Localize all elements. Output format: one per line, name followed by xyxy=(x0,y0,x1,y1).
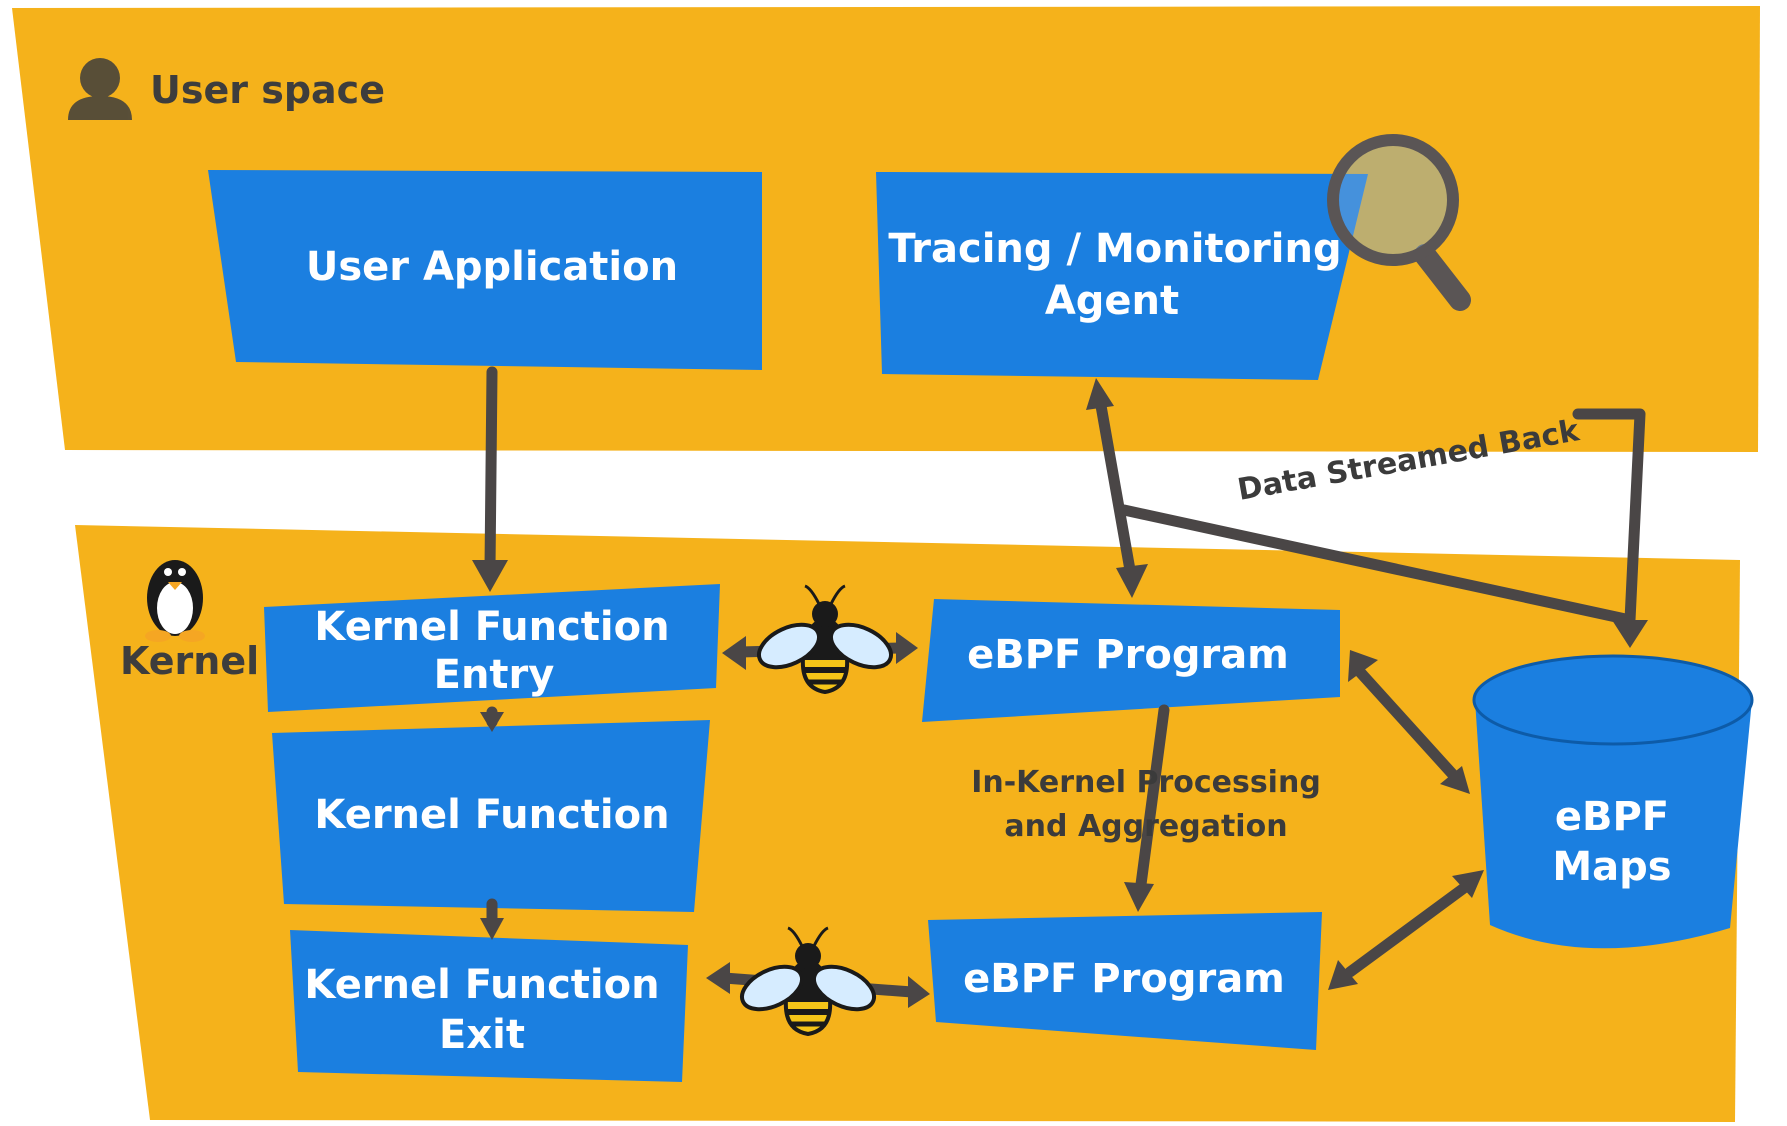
ebpf-maps-label-line1: eBPF xyxy=(1555,794,1669,840)
arrow-maps-to-agent xyxy=(1118,408,1648,648)
user-application-label: User Application xyxy=(306,244,678,290)
kernel-entry-label-line2: Entry xyxy=(434,652,555,698)
tracing-monitoring-agent-box: Tracing / Monitoring Agent xyxy=(876,172,1368,380)
agent-label-line1: Tracing / Monitoring xyxy=(888,226,1341,272)
arrow-processing xyxy=(1124,704,1170,912)
linux-penguin-icon xyxy=(145,560,205,642)
arrow-entry-to-function xyxy=(480,706,504,732)
kernel-entry-label-line1: Kernel Function xyxy=(314,604,669,650)
processing-label-line2: and Aggregation xyxy=(1004,809,1287,844)
agent-label-line2: Agent xyxy=(1045,278,1179,324)
kernel-label: Kernel xyxy=(120,639,259,683)
kernel-exit-label-line1: Kernel Function xyxy=(304,962,659,1008)
arrow-ebpf-bottom-maps xyxy=(1328,870,1484,990)
user-application-box: User Application xyxy=(208,170,762,370)
kernel-exit-label-line2: Exit xyxy=(439,1012,525,1058)
user-icon xyxy=(68,58,132,120)
kernel-function-box: Kernel Function xyxy=(272,720,710,912)
ebpf-program-top-box: eBPF Program xyxy=(922,599,1340,722)
user-space-label: User space xyxy=(150,68,385,112)
arrow-ebpf-top-maps xyxy=(1348,650,1470,794)
arrow-agent-ebpf-bidirectional xyxy=(1086,378,1148,598)
ebpf-program-bottom-box: eBPF Program xyxy=(928,912,1322,1050)
kernel-function-label: Kernel Function xyxy=(314,792,669,838)
ebpf-maps-label-line2: Maps xyxy=(1552,844,1671,890)
processing-label-line1: In-Kernel Processing xyxy=(971,765,1321,800)
ebpf-program-bottom-label: eBPF Program xyxy=(963,956,1285,1002)
ebpf-program-top-label: eBPF Program xyxy=(967,632,1289,678)
arrow-function-to-exit xyxy=(480,898,504,940)
ebpf-maps-cylinder: eBPF Maps xyxy=(1472,654,1754,949)
magnifying-glass-icon xyxy=(1327,134,1471,311)
kernel-function-exit-box: Kernel Function Exit xyxy=(290,930,688,1082)
kernel-function-entry-box: Kernel Function Entry xyxy=(264,584,720,712)
arrow-app-to-entry xyxy=(472,366,508,592)
